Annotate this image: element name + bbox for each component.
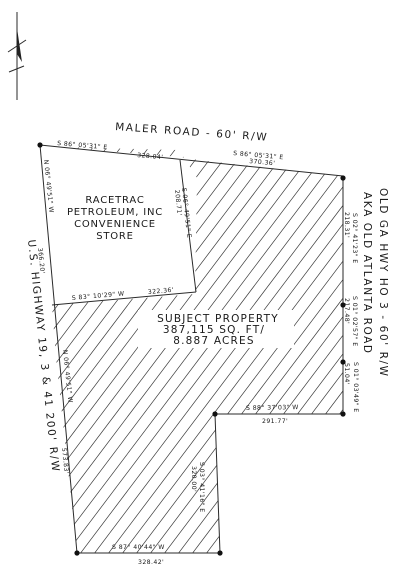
hatch-line [127, 147, 343, 553]
bearing-west-lower-dist: 573.83' [60, 447, 70, 474]
hatch-line [85, 147, 343, 553]
racetrac-line-2: PETROLEUM, INC [67, 207, 163, 218]
hatch-line [52, 147, 93, 553]
hatch-line [52, 147, 149, 553]
racetrac-line-1: RACETRAC [85, 195, 144, 206]
north-road-label: MALER ROAD - 60' R/W [115, 121, 269, 144]
hatch-line [197, 147, 343, 553]
bearing-east-upper: S 02° 41'23" E [351, 213, 359, 264]
hatch-line [309, 147, 343, 553]
bearing-north-left-dist: 328.04' [137, 152, 164, 161]
bearing-north-right-dist: 370.36' [249, 158, 276, 167]
bearing-south-dist: 328.42' [138, 559, 164, 566]
racetrac-line-4: STORE [96, 231, 134, 242]
bearing-notch-side: S 03° 41'16" E [198, 462, 206, 513]
subject-line-2: 387,115 SQ. FT/ [163, 324, 265, 336]
corner-markers [37, 142, 346, 556]
bearing-notch-top: S 88° 37'03" W [246, 403, 299, 412]
hatch-line [57, 147, 343, 553]
hatch-line [52, 147, 343, 553]
hatch-line [99, 147, 343, 553]
hatch-line [0, 0, 8, 583]
bearing-east-small-dist: 51.04' [343, 363, 350, 385]
north-arrow-icon [7, 12, 27, 100]
hatch-line [71, 147, 343, 553]
hatch-line [0, 0, 22, 583]
hatch-line [141, 147, 343, 553]
hatch-line [211, 147, 343, 553]
bearing-east-mid: S 01° 02'57" E [351, 296, 359, 347]
racetrac-line-3: CONVENIENCE [74, 219, 156, 230]
hatch-line [52, 147, 343, 553]
bearing-racetrac-south: S 83° 10'29" W [71, 289, 124, 302]
bearing-east-mid-dist: 217.48' [343, 298, 350, 324]
bearing-notch-side-dist: 320.00' [190, 466, 197, 492]
hatch-line [52, 147, 343, 553]
east-road-label-2: AKA OLD ATLANTA ROAD [361, 192, 373, 355]
bearing-south: S 87° 40'44" W [112, 543, 165, 551]
subject-label: SUBJECT PROPERTY 387,115 SQ. FT/ 8.887 A… [138, 310, 294, 348]
east-road-label-1: OLD GA HWY HO 3 - 60' R/W [377, 188, 389, 378]
racetrac-label: RACETRAC PETROLEUM, INC CONVENIENCE STOR… [67, 195, 163, 242]
property-outline [39, 144, 344, 554]
bearing-racetrac-east-dist: 208.71' [173, 189, 183, 216]
subject-line-1: SUBJECT PROPERTY [157, 313, 279, 325]
west-road-label: U.S. HIGHWAY 19, 3 & 41 200' R/W [25, 239, 61, 473]
hatch-line [52, 147, 343, 553]
subject-line-3: 8.887 ACRES [173, 335, 255, 347]
hatch-line [394, 0, 406, 583]
bearing-west-upper-dist: 366.20' [36, 247, 46, 274]
bearing-east-small: S 01° 03'49" E [352, 362, 360, 413]
bearing-east-upper-dist: 218.31' [343, 212, 350, 238]
hatch-line [52, 147, 343, 553]
hatch-line [113, 147, 343, 553]
bearing-racetrac-south-dist: 322.36' [148, 287, 175, 296]
bearing-notch-top-dist: 291.77' [262, 418, 288, 425]
